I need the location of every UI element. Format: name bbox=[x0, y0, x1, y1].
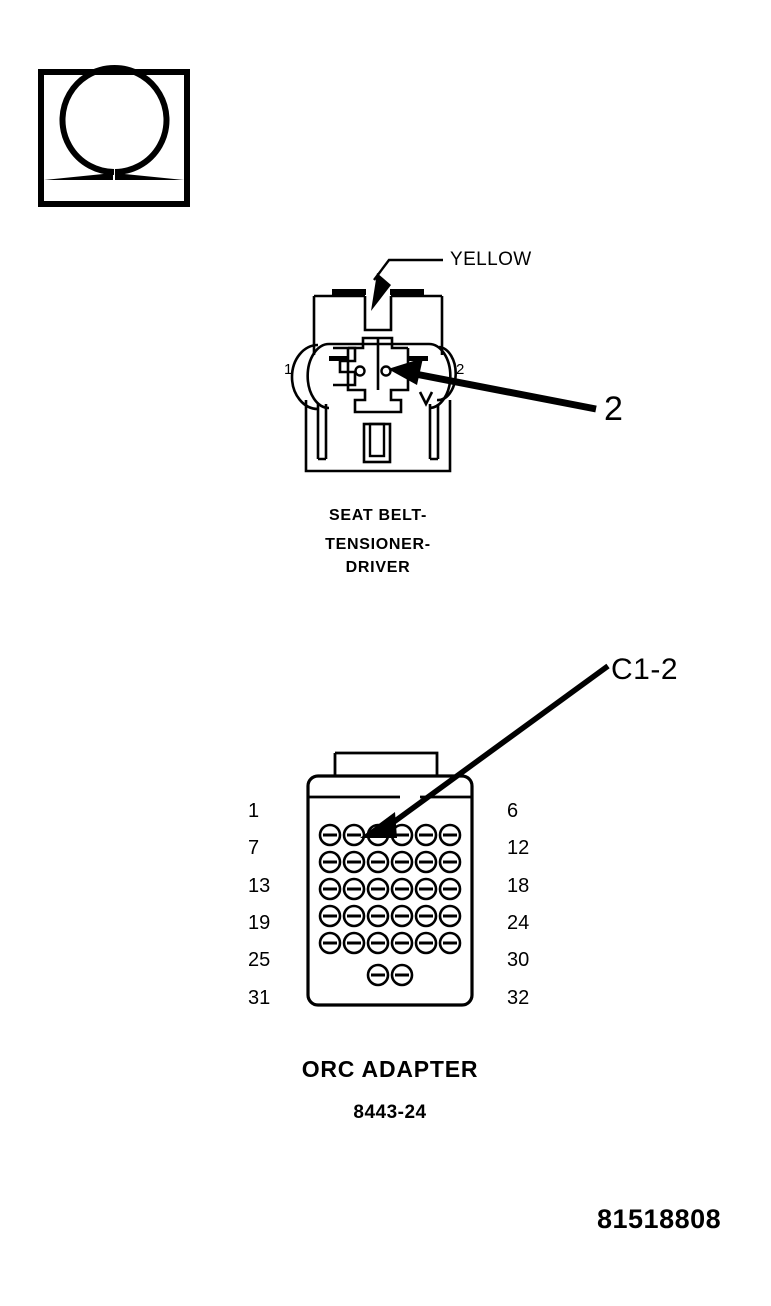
cavity-2 bbox=[380, 365, 392, 377]
orc-pin bbox=[438, 904, 462, 928]
ohm-symbol-box bbox=[38, 69, 190, 207]
orc-row-label-left-6: 31 bbox=[248, 987, 271, 1009]
orc-top-latch-tab bbox=[333, 751, 439, 776]
yellow-arrowhead bbox=[371, 273, 391, 311]
orc-pin-row-6 bbox=[366, 963, 414, 987]
seat-belt-tensioner-connector-drawing bbox=[290, 258, 597, 473]
c1-2-leader-line bbox=[378, 663, 610, 835]
orc-pin bbox=[390, 850, 414, 874]
connector-terminal-top-detail bbox=[348, 336, 408, 357]
orc-pin-row-3 bbox=[318, 877, 462, 901]
orc-pin bbox=[438, 877, 462, 901]
orc-pin bbox=[342, 904, 366, 928]
orc-pin bbox=[318, 904, 342, 928]
orc-pin bbox=[390, 931, 414, 955]
orc-pin bbox=[414, 823, 438, 847]
connector-left-latch bbox=[333, 346, 357, 387]
orc-row-label-right-5: 30 bbox=[507, 949, 530, 971]
seat-belt-pin-label-left: 1 bbox=[284, 361, 293, 378]
orc-pin bbox=[342, 823, 366, 847]
omega-left-foot bbox=[44, 173, 113, 180]
connector-upper-body bbox=[312, 294, 444, 355]
orc-adapter-name: ORC ADAPTER bbox=[301, 1056, 479, 1082]
orc-pin bbox=[318, 850, 342, 874]
orc-pin bbox=[414, 931, 438, 955]
orc-pin bbox=[414, 850, 438, 874]
orc-pin-row-5 bbox=[318, 931, 462, 955]
yellow-color-label: YELLOW bbox=[450, 249, 532, 270]
orc-pin bbox=[366, 850, 390, 874]
orc-pin bbox=[366, 904, 390, 928]
connector-top-flange-right bbox=[390, 289, 424, 295]
orc-row-label-right-4: 24 bbox=[507, 912, 530, 934]
orc-adapter-connector-drawing bbox=[306, 663, 610, 1007]
orc-pin bbox=[342, 931, 366, 955]
orc-row-label-right-1: 6 bbox=[507, 800, 519, 822]
omega-arc bbox=[59, 65, 170, 175]
orc-row-label-left-5: 25 bbox=[248, 949, 271, 971]
orc-pin bbox=[390, 963, 414, 987]
orc-pin bbox=[414, 904, 438, 928]
orc-adapter-part-number: 8443-24 bbox=[353, 1102, 427, 1123]
orc-pin bbox=[366, 963, 390, 987]
yellow-leader-line bbox=[373, 258, 443, 281]
orc-body-outline bbox=[306, 774, 474, 1007]
seat-belt-name-line-2: TENSIONER- bbox=[325, 536, 431, 553]
orc-row-label-left-1: 1 bbox=[248, 800, 260, 822]
orc-pin bbox=[390, 877, 414, 901]
orc-pin bbox=[342, 850, 366, 874]
c1-2-arrowhead bbox=[360, 812, 397, 838]
orc-row-label-right-6: 32 bbox=[507, 987, 530, 1009]
orc-row-label-left-3: 13 bbox=[248, 875, 271, 897]
orc-pin bbox=[438, 931, 462, 955]
connector-right-wing-outer bbox=[436, 345, 457, 402]
orc-row-label-right-3: 18 bbox=[507, 875, 530, 897]
connector-left-wing-inner bbox=[306, 342, 330, 410]
orc-pin-row-2 bbox=[318, 850, 462, 874]
connector-terminal-block bbox=[346, 348, 410, 414]
connector-center-slot-inner bbox=[368, 422, 386, 458]
connector-lower-body bbox=[304, 400, 452, 473]
connector-top-notch bbox=[363, 296, 393, 332]
orc-pin bbox=[366, 931, 390, 955]
orc-pin bbox=[390, 904, 414, 928]
omega-right-foot bbox=[115, 173, 184, 180]
connector-rail-left bbox=[316, 404, 328, 461]
orc-pin bbox=[318, 823, 342, 847]
orc-pin-row-4 bbox=[318, 904, 462, 928]
orc-pin-grid bbox=[318, 823, 462, 987]
orc-callout: C1-2 bbox=[611, 653, 679, 686]
seat-belt-name-line-1: SEAT BELT- bbox=[329, 507, 427, 524]
orc-pin bbox=[414, 877, 438, 901]
orc-row-label-right-2: 12 bbox=[507, 837, 530, 859]
orc-pin bbox=[342, 877, 366, 901]
orc-pin bbox=[438, 823, 462, 847]
connector-rail-right bbox=[428, 404, 440, 461]
connector-left-tick bbox=[329, 356, 349, 361]
drawing-number: 81518808 bbox=[597, 1204, 722, 1234]
seat-belt-name-line-3: DRIVER bbox=[345, 559, 411, 576]
connector-right-latch-v bbox=[418, 391, 434, 407]
orc-pin bbox=[438, 850, 462, 874]
callout-2-leader-line bbox=[404, 368, 597, 413]
connector-right-tick bbox=[408, 356, 428, 361]
orc-pin bbox=[318, 877, 342, 901]
seat-belt-pin-label-right: 2 bbox=[456, 361, 465, 378]
orc-pin bbox=[366, 877, 390, 901]
callout-2-arrowhead bbox=[388, 358, 423, 385]
ohm-symbol-group bbox=[38, 65, 190, 207]
orc-row-label-left-4: 19 bbox=[248, 912, 271, 934]
connector-top-flange-left bbox=[332, 289, 366, 295]
cavity-1 bbox=[354, 365, 366, 377]
orc-row-label-left-2: 7 bbox=[248, 837, 260, 859]
seat-belt-callout: 2 bbox=[604, 390, 623, 428]
orc-pin bbox=[318, 931, 342, 955]
